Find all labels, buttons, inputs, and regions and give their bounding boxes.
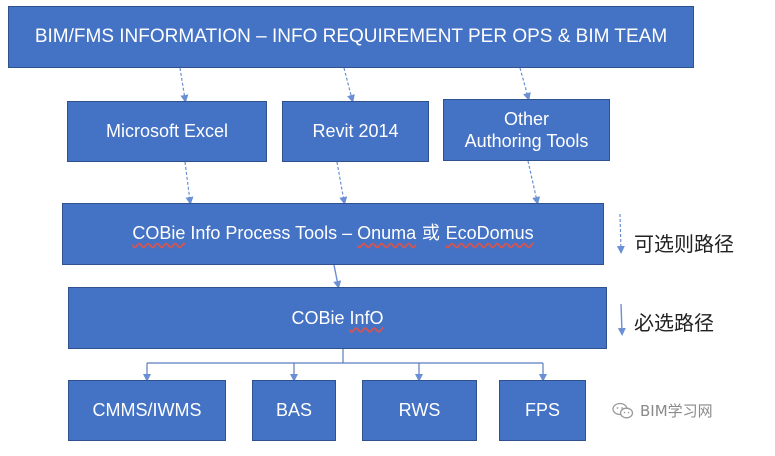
output-box-cmms: CMMS/IWMS [68, 380, 226, 441]
process-prefix: COBie [132, 223, 186, 244]
process-middle: Info Process Tools – [185, 223, 358, 244]
cobie-info-part1: COBie [291, 307, 345, 328]
output-box-bas: BAS [252, 380, 336, 441]
arrow-top-to-excel [179, 67, 189, 103]
output-box-fps: FPS [499, 380, 586, 441]
output-box-rws: RWS [362, 380, 477, 441]
requirements-box: BIM/FMS INFORMATION – INFO REQUIREMENT P… [8, 6, 694, 68]
output-label-fps: FPS [524, 400, 560, 421]
process-onuma: Onuma [357, 223, 417, 244]
tool-box-revit: Revit 2014 [282, 101, 429, 162]
tool-label-other: Other Authoring Tools [464, 108, 589, 152]
tool-label-revit: Revit 2014 [312, 121, 399, 142]
arrow-top-to-revit [343, 67, 355, 103]
cobie-info-label: COBie InfO [291, 307, 383, 330]
output-label-rws: RWS [398, 400, 441, 421]
cobie-info-box: COBie InfO [68, 287, 607, 349]
arrow-top-to-other [519, 67, 531, 101]
tool-box-excel: Microsoft Excel [67, 101, 267, 162]
arrow-excel-to-process [184, 161, 194, 205]
arrow-revit-to-process [336, 161, 348, 205]
arrow-optional-path [616, 213, 625, 254]
cobie-info-part3: InfO [349, 307, 384, 328]
output-label-cmms: CMMS/IWMS [92, 400, 202, 421]
required-path-label: 必选路径 [634, 311, 714, 335]
requirements-label: BIM/FMS INFORMATION – INFO REQUIREMENT P… [34, 26, 668, 48]
tool-box-other: Other Authoring Tools [443, 99, 610, 161]
watermark: BIM学习网 [612, 400, 713, 421]
tool-label-excel: Microsoft Excel [105, 121, 229, 142]
output-label-bas: BAS [275, 400, 313, 421]
process-ecodomus: EcoDomus [445, 223, 534, 244]
arrow-required-path [617, 303, 626, 336]
watermark-text: BIM学习网 [640, 402, 713, 420]
optional-path-label: 可选则路径 [634, 232, 734, 256]
arrow-process-to-info [333, 264, 342, 289]
wechat-icon [612, 402, 634, 418]
process-tools-label: COBie Info Process Tools – Onuma 或 EcoDo… [132, 222, 533, 246]
process-tools-box: COBie Info Process Tools – Onuma 或 EcoDo… [62, 203, 604, 265]
process-or: 或 [416, 223, 446, 245]
arrow-other-to-process [527, 160, 541, 205]
